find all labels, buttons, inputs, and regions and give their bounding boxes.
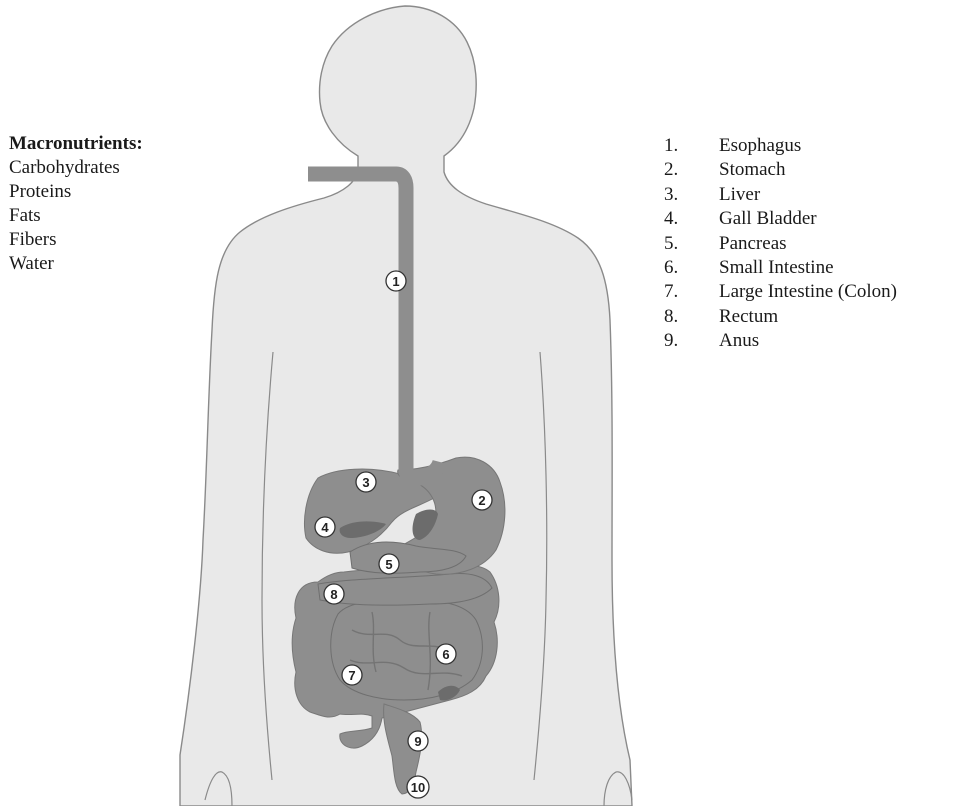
marker-label: 10: [411, 780, 425, 795]
marker-9: 9: [408, 731, 428, 751]
marker-label: 4: [321, 520, 329, 535]
marker-label: 2: [478, 493, 485, 508]
marker-2: 2: [472, 490, 492, 510]
marker-label: 7: [348, 668, 355, 683]
marker-8: 8: [324, 584, 344, 604]
marker-6: 6: [436, 644, 456, 664]
marker-label: 6: [442, 647, 449, 662]
marker-label: 9: [414, 734, 421, 749]
marker-5: 5: [379, 554, 399, 574]
marker-label: 3: [362, 475, 369, 490]
marker-10: 10: [407, 776, 429, 798]
marker-1: 1: [386, 271, 406, 291]
marker-7: 7: [342, 665, 362, 685]
marker-label: 8: [330, 587, 337, 602]
marker-label: 5: [385, 557, 392, 572]
marker-label: 1: [392, 274, 399, 289]
marker-3: 3: [356, 472, 376, 492]
marker-4: 4: [315, 517, 335, 537]
